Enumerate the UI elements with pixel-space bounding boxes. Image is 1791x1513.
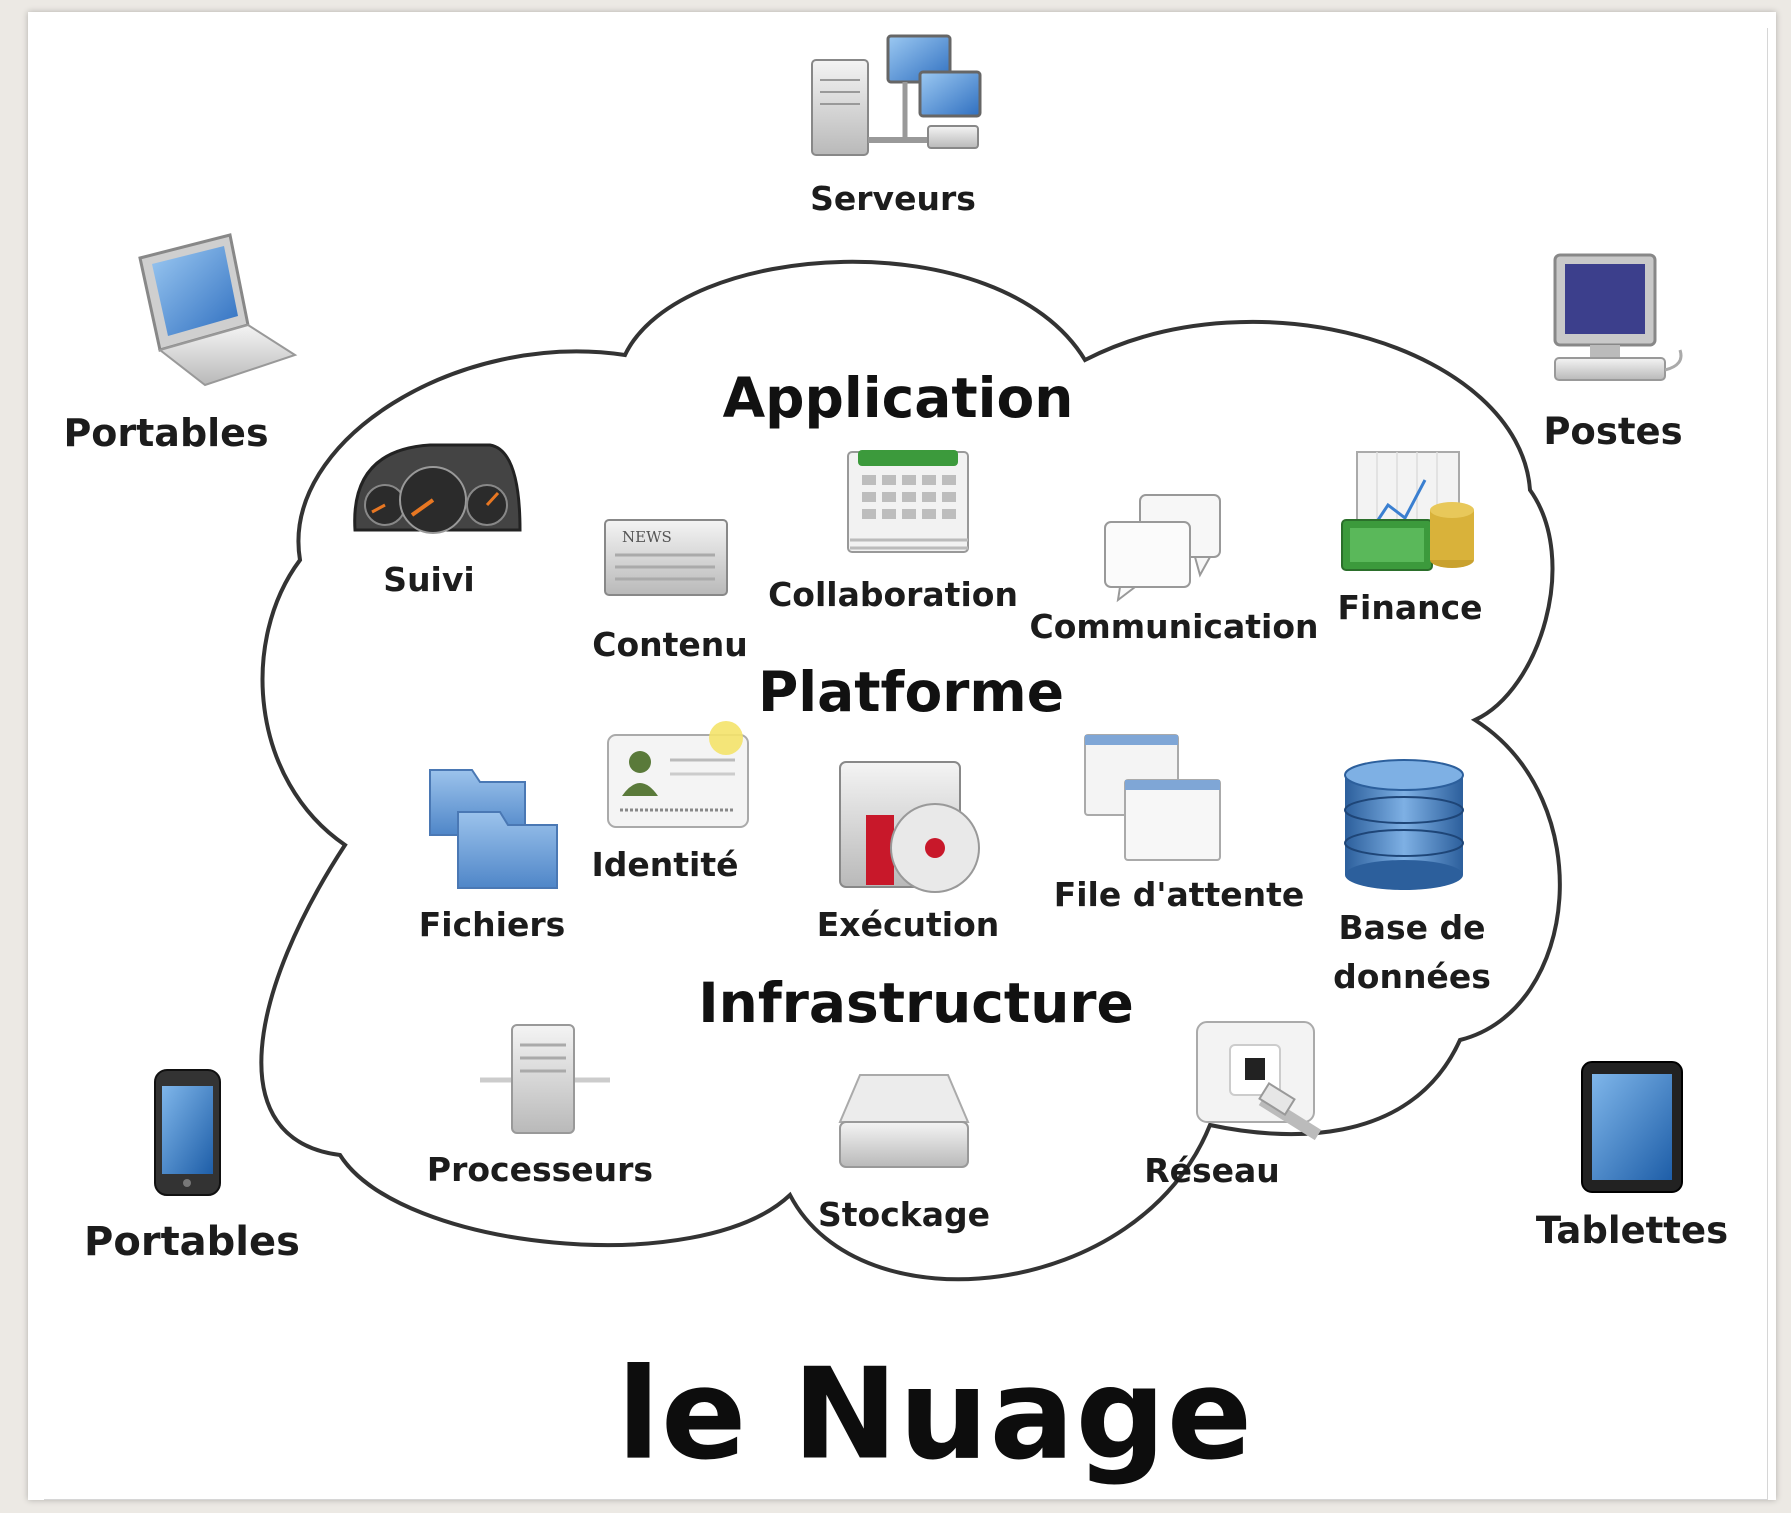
database-label: Base de données xyxy=(1333,908,1491,996)
infrastructure-layer-title: Infrastructure xyxy=(698,971,1134,1035)
content-label: Contenu xyxy=(592,625,748,665)
platform-layer-title: Platforme xyxy=(757,660,1065,724)
chat-bubbles-icon xyxy=(1104,494,1221,603)
laptop-icon xyxy=(138,233,298,387)
tablets-label: Tablettes xyxy=(1535,1208,1729,1252)
id-card-icon xyxy=(607,721,749,828)
smartphone-icon xyxy=(154,1069,221,1196)
network-label: Réseau xyxy=(1144,1151,1280,1191)
queue-label: File d'attente xyxy=(1053,875,1305,915)
finance-label: Finance xyxy=(1337,588,1483,628)
collaboration-label: Collaboration xyxy=(768,575,1018,615)
workstations-label: Postes xyxy=(1543,409,1683,453)
processor-tower-icon xyxy=(480,1024,610,1134)
tablet-icon xyxy=(1581,1061,1683,1193)
application-layer-title: Application xyxy=(722,366,1074,430)
runtime-label: Exécution xyxy=(816,905,1000,945)
storage-label: Stockage xyxy=(818,1195,990,1235)
files-label: Fichiers xyxy=(418,905,566,945)
storage-drive-icon xyxy=(838,1074,970,1168)
laptops-label: Portables xyxy=(63,411,269,456)
svg-text:NEWS: NEWS xyxy=(622,528,672,546)
workstation-icon xyxy=(1553,253,1683,381)
servers-icon xyxy=(811,34,982,156)
diagram-title: le Nuage xyxy=(616,1340,1254,1488)
newspaper-icon: NEWS xyxy=(604,519,728,596)
calendar-icon xyxy=(847,450,969,553)
communication-label: Communication xyxy=(1029,607,1319,647)
queue-windows-icon xyxy=(1084,734,1221,861)
identity-label: Identité xyxy=(591,845,739,885)
slide-border xyxy=(44,28,1768,1500)
phones-label: Portables xyxy=(84,1219,300,1265)
finance-chart-icon xyxy=(1341,451,1474,571)
runtime-disc-icon xyxy=(839,761,980,893)
monitoring-label: Suivi xyxy=(383,560,475,600)
dashboard-gauge-icon xyxy=(353,443,522,534)
servers-label: Serveurs xyxy=(810,179,976,219)
folders-icon xyxy=(429,769,558,889)
network-jack-icon xyxy=(1196,1021,1322,1141)
database-icon xyxy=(1344,759,1464,890)
compute-label: Processeurs xyxy=(426,1150,654,1190)
